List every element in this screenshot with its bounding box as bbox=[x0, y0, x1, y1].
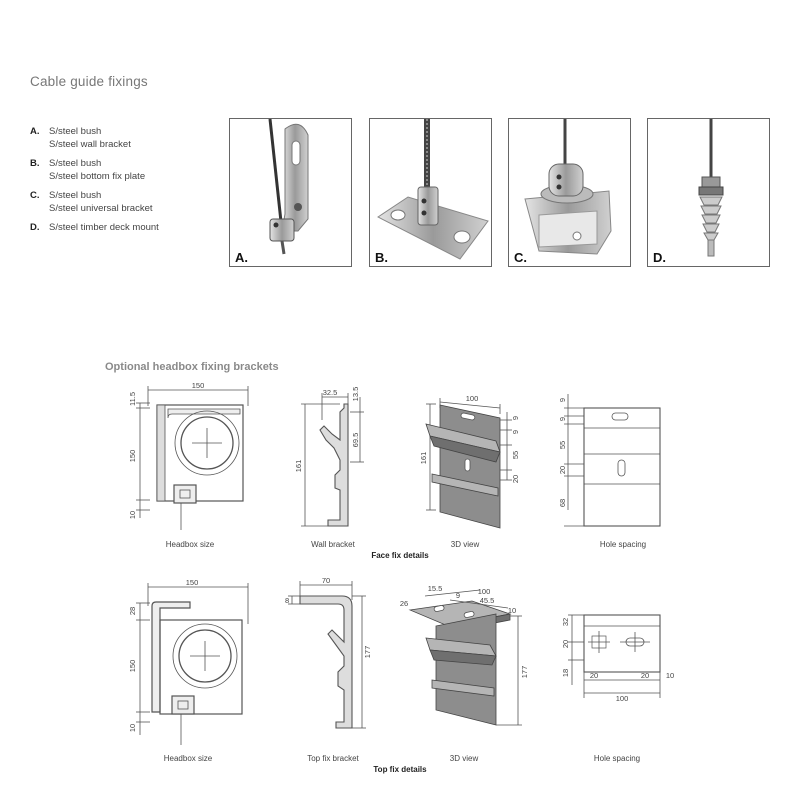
caption-top-holes: Hole spacing bbox=[593, 754, 641, 763]
dim-label: 10 bbox=[128, 724, 137, 732]
caption-face-bracket: Wall bracket bbox=[311, 540, 355, 549]
dim-label: 45.5 bbox=[480, 596, 495, 605]
dim-label: 69.5 bbox=[351, 433, 360, 448]
caption-top-bracket: Top fix bracket bbox=[307, 754, 359, 763]
photo-label: A. bbox=[235, 250, 248, 265]
photo-label: D. bbox=[653, 250, 666, 265]
dim-label: 32 bbox=[561, 618, 570, 626]
dim-label: 9 bbox=[511, 416, 520, 420]
dim-label: 13.5 bbox=[351, 387, 360, 402]
section-title-cable-guide: Cable guide fixings bbox=[30, 74, 148, 89]
dim-label: 150 bbox=[128, 450, 137, 463]
dim-label: 20 bbox=[511, 475, 520, 483]
caption-face-holes: Hole spacing bbox=[599, 540, 647, 549]
dim-label: 10 bbox=[666, 671, 674, 680]
dim-label: 177 bbox=[520, 666, 529, 679]
legend-line: S/steel wall bracket bbox=[49, 138, 131, 150]
dim-label: 18 bbox=[561, 669, 570, 677]
dim-label: 177 bbox=[363, 646, 372, 659]
section-title-headbox-brackets: Optional headbox fixing brackets bbox=[105, 361, 279, 373]
legend-key: A. bbox=[30, 126, 40, 137]
top-fix-bracket-drawing bbox=[288, 581, 366, 729]
dim-label: 15.5 bbox=[428, 584, 443, 593]
legend-line: S/steel universal bracket bbox=[49, 202, 153, 214]
photo-label: C. bbox=[514, 250, 527, 265]
top-headbox-drawing bbox=[136, 583, 249, 745]
dim-label: 20 bbox=[590, 671, 598, 680]
caption-top-headbox: Headbox size bbox=[163, 754, 213, 763]
dim-label: 55 bbox=[511, 451, 520, 459]
group-label-face-fix: Face fix details bbox=[371, 551, 429, 560]
face-headbox-drawing bbox=[136, 386, 249, 530]
dim-label: 11.5 bbox=[128, 392, 137, 406]
dim-label: 70 bbox=[322, 576, 330, 585]
dim-label: 100 bbox=[616, 694, 629, 703]
photo-wall-bracket: A. bbox=[229, 118, 352, 267]
dim-label: 161 bbox=[294, 460, 303, 473]
dim-label: 100 bbox=[478, 587, 491, 596]
caption-face-headbox: Headbox size bbox=[165, 540, 215, 549]
face-3d-view-drawing bbox=[425, 398, 512, 529]
dim-label: 150 bbox=[192, 381, 205, 390]
dim-label: 9 bbox=[558, 417, 567, 421]
legend-item-d: D. S/steel timber deck mount bbox=[30, 222, 159, 235]
legend-line: S/steel timber deck mount bbox=[49, 222, 159, 233]
photo-universal-bracket: C. bbox=[508, 118, 631, 267]
legend-line: S/steel bush bbox=[49, 158, 102, 169]
dim-label: 20 bbox=[641, 671, 649, 680]
dim-label: 28 bbox=[128, 607, 137, 615]
legend-line: S/steel bush bbox=[49, 190, 102, 201]
dim-label: 68 bbox=[558, 499, 567, 507]
top-3d-view-drawing bbox=[408, 589, 522, 726]
dim-label: 20 bbox=[561, 640, 570, 648]
dim-label: 10 bbox=[508, 606, 516, 615]
photo-label: B. bbox=[375, 250, 388, 265]
legend-line: S/steel bottom fix plate bbox=[49, 170, 146, 182]
dim-label: 26 bbox=[400, 599, 408, 608]
caption-top-3d: 3D view bbox=[449, 754, 479, 763]
dim-label: 32.5 bbox=[323, 388, 338, 397]
legend-line: S/steel bush bbox=[49, 126, 102, 137]
dim-label: 161 bbox=[419, 452, 428, 465]
dim-label: 55 bbox=[558, 441, 567, 449]
dim-label: 9 bbox=[456, 591, 460, 600]
dim-label: 8 bbox=[285, 596, 289, 605]
photo-timber-deck-mount: D. bbox=[647, 118, 770, 267]
face-hole-spacing-drawing bbox=[564, 394, 661, 527]
group-label-top-fix: Top fix details bbox=[373, 765, 427, 774]
legend-key: D. bbox=[30, 222, 40, 233]
dim-label: 20 bbox=[558, 466, 567, 474]
caption-face-3d: 3D view bbox=[450, 540, 480, 549]
legend-key: C. bbox=[30, 190, 40, 201]
photo-bottom-plate: B. bbox=[369, 118, 492, 267]
dim-label: 10 bbox=[128, 511, 137, 519]
dim-label: 9 bbox=[511, 430, 520, 434]
dim-label: 150 bbox=[128, 660, 137, 673]
dim-label: 9 bbox=[558, 398, 567, 402]
top-hole-spacing-drawing bbox=[568, 614, 661, 698]
dim-label: 100 bbox=[466, 394, 479, 403]
legend-key: B. bbox=[30, 158, 40, 169]
face-wall-bracket-drawing bbox=[301, 393, 364, 527]
dim-label: 150 bbox=[186, 578, 199, 587]
